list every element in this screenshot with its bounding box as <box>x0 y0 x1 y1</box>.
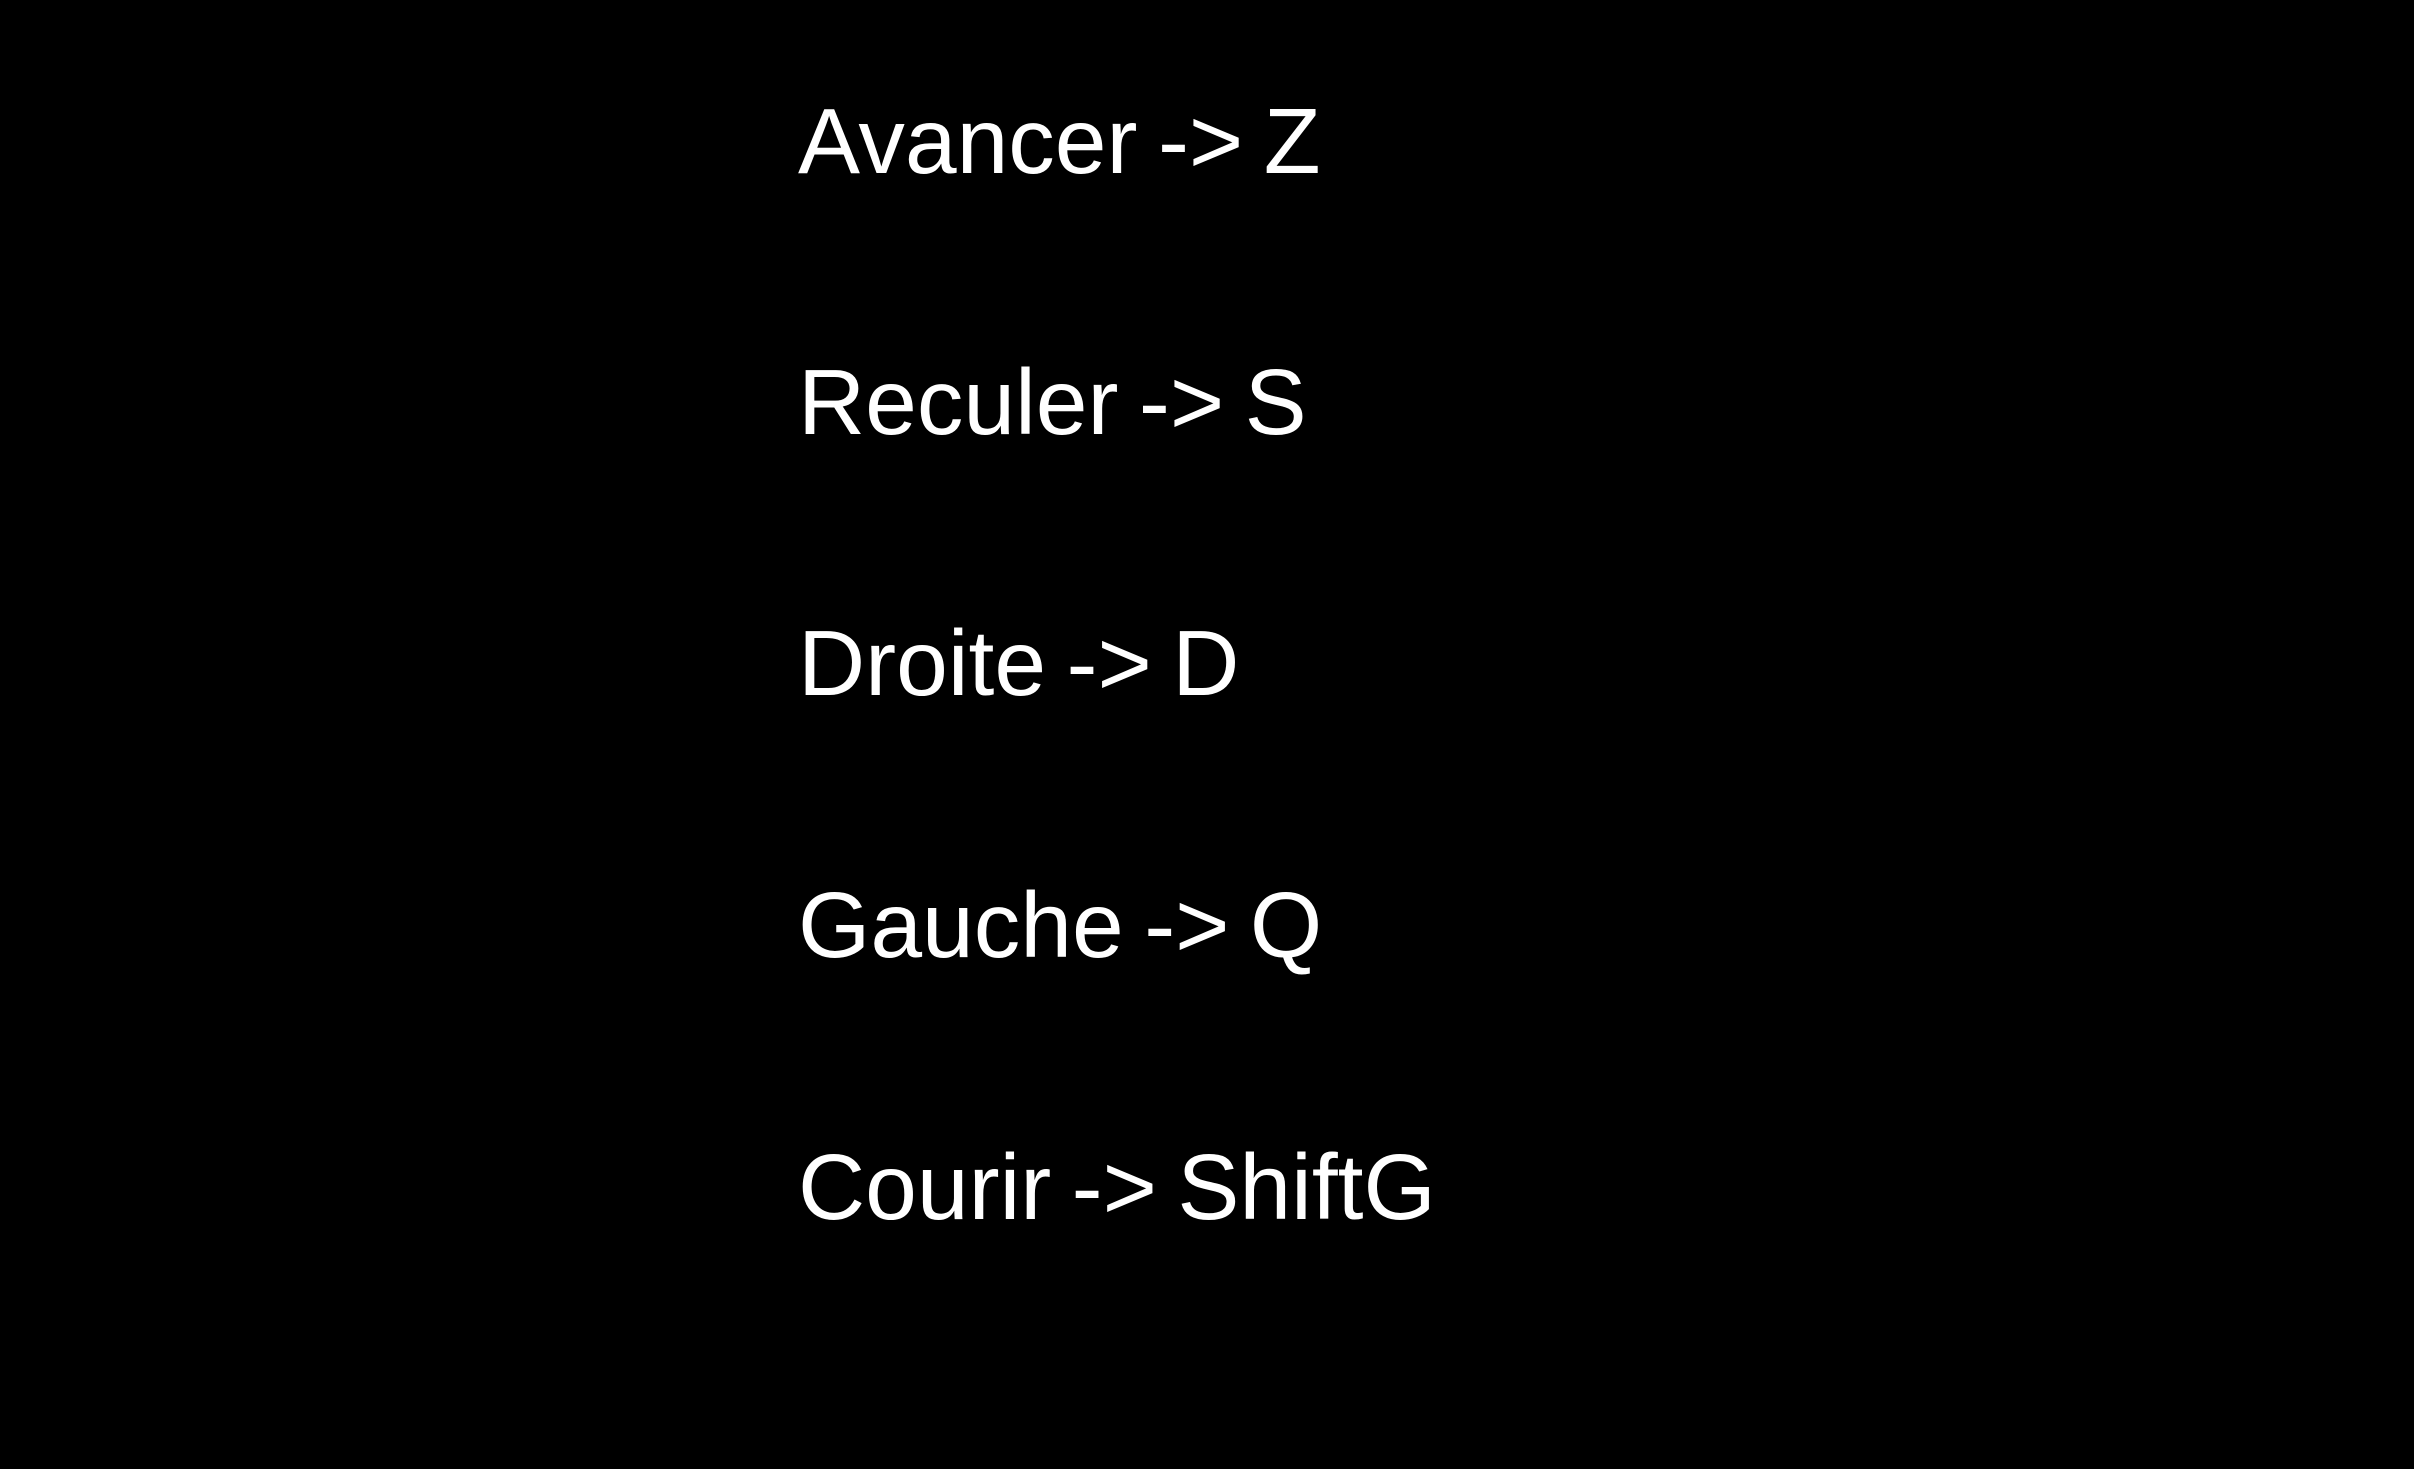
control-key-label: D <box>1172 611 1240 715</box>
control-forward: Avancer->Z <box>798 91 1321 191</box>
control-action-label: Avancer <box>798 89 1138 193</box>
control-action-label: Gauche <box>798 873 1124 977</box>
control-action-label: Droite <box>798 611 1047 715</box>
control-action-label: Courir <box>798 1135 1052 1239</box>
arrow-separator: -> <box>1066 611 1152 715</box>
control-key-label: S <box>1244 350 1307 454</box>
control-left: Gauche->Q <box>798 875 1322 975</box>
arrow-separator: -> <box>1144 873 1230 977</box>
control-key-label: Z <box>1263 89 1321 193</box>
control-backward: Reculer->S <box>798 352 1307 452</box>
arrow-separator: -> <box>1157 89 1244 193</box>
control-key-label: ShiftG <box>1177 1135 1436 1239</box>
arrow-separator: -> <box>1071 1135 1157 1239</box>
control-run: Courir->ShiftG <box>798 1137 1436 1237</box>
control-key-label: Q <box>1249 873 1323 977</box>
control-right: Droite->D <box>798 613 1239 713</box>
arrow-separator: -> <box>1138 350 1225 454</box>
control-action-label: Reculer <box>798 350 1119 454</box>
